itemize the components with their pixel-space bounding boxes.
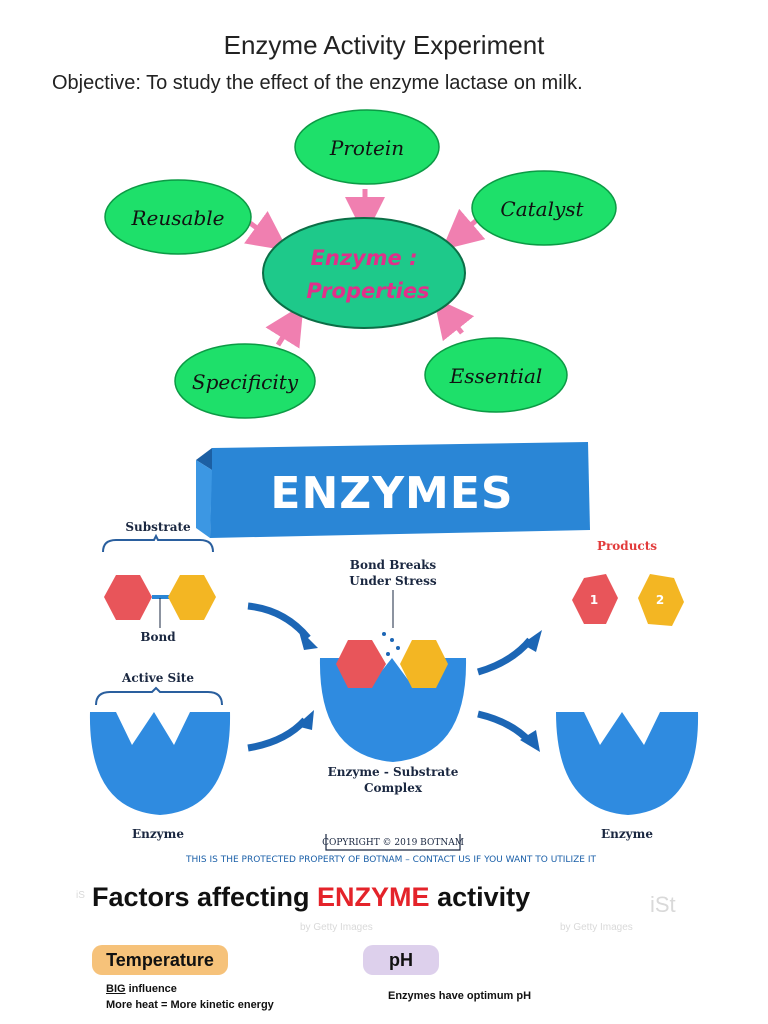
- temperature-influence: BIG influence: [106, 983, 177, 995]
- node-essential: Essential: [424, 337, 568, 413]
- big-word: BIG: [106, 983, 126, 995]
- enzyme-left-shape: [89, 712, 231, 815]
- node-reusable-label: Reusable: [131, 206, 225, 230]
- center-label-line1: Enzyme :: [310, 246, 417, 270]
- node-center: Enzyme : Properties: [262, 217, 466, 329]
- node-reusable: Reusable: [104, 179, 252, 255]
- watermark-center: by Getty Images: [300, 922, 373, 933]
- arrow-reusable: [244, 211, 289, 251]
- arrow-complex-to-enzyme: [477, 710, 533, 745]
- protected-notice: THIS IS THE PROTECTED PROPERTY OF BOTNAM…: [185, 855, 596, 865]
- node-specificity: Specificity: [174, 343, 316, 419]
- arrow-substrate-to-complex: [247, 602, 311, 641]
- node-protein: Protein: [294, 109, 440, 185]
- bond-label: Bond: [140, 630, 176, 644]
- page-title: Enzyme Activity Experiment: [223, 30, 545, 60]
- temperature-heat-text: More heat = More kinetic energy: [106, 999, 274, 1011]
- enzyme-right-label: Enzyme: [601, 827, 653, 841]
- watermark-right: by Getty Images: [560, 922, 633, 933]
- enzyme-substrate-complex: [319, 632, 467, 762]
- node-catalyst: Catalyst: [471, 170, 617, 246]
- enzyme-left-label: Enzyme: [132, 827, 184, 841]
- product-1-label: 1: [590, 593, 598, 607]
- arrow-enzyme-to-complex: [247, 717, 308, 752]
- watermark-left: iS: [76, 890, 85, 901]
- enzyme-properties-diagram: Protein Catalyst Reusable Specificity Es…: [104, 109, 617, 419]
- substrate-red-hexagon: [104, 575, 152, 620]
- factors-title: Factors affecting ENZYME activity: [92, 882, 530, 913]
- product-1-hexagon: 1: [572, 574, 618, 624]
- node-protein-label: Protein: [329, 136, 404, 160]
- factors-title-prefix: Factors affecting: [92, 882, 318, 912]
- substrate-bracket: [102, 533, 214, 553]
- ph-badge: pH: [363, 945, 439, 975]
- center-label-line2: Properties: [306, 279, 429, 303]
- arrow-specificity: [265, 304, 304, 349]
- products-label: Products: [597, 539, 657, 553]
- enzyme-right-shape: [556, 712, 699, 815]
- arrow-catalyst: [441, 208, 486, 251]
- node-essential-label: Essential: [449, 364, 543, 388]
- substrate-yellow-hexagon: [168, 575, 216, 620]
- active-site-label: Active Site: [121, 671, 194, 685]
- objective-text: Objective: To study the effect of the en…: [52, 72, 583, 94]
- arrow-essential: [433, 297, 475, 342]
- temperature-badge: Temperature: [92, 945, 228, 975]
- node-catalyst-label: Catalyst: [500, 197, 584, 221]
- ph-optimum-text: Enzymes have optimum pH: [388, 990, 532, 1002]
- enzymes-banner-title: ENZYMES: [270, 468, 513, 519]
- active-site-bracket: [95, 686, 223, 706]
- bond-breaks-label-2: Under Stress: [349, 574, 437, 588]
- enzymes-banner: ENZYMES: [196, 442, 590, 538]
- bond-breaks-label-1: Bond Breaks: [350, 558, 437, 572]
- substrate-label: Substrate: [125, 520, 191, 534]
- product-2-hexagon: 2: [638, 574, 684, 626]
- product-2-label: 2: [656, 593, 664, 607]
- complex-label-2: Complex: [364, 781, 423, 795]
- arrow-complex-to-products: [476, 637, 533, 676]
- watermark-istock: iSt: [650, 892, 676, 917]
- copyright-bracket: [325, 834, 461, 851]
- factors-title-suffix: activity: [429, 882, 531, 912]
- complex-label-1: Enzyme - Substrate: [328, 765, 459, 779]
- node-specificity-label: Specificity: [192, 370, 299, 394]
- enzymes-mechanism-diagram: ENZYMES Substrate Bond Active Site Enzym…: [89, 442, 699, 865]
- copyright-text: COPYRIGHT © 2019 BOTNAM: [322, 838, 464, 848]
- influence-text: influence: [125, 983, 177, 995]
- factors-title-accent: ENZYME: [317, 882, 430, 912]
